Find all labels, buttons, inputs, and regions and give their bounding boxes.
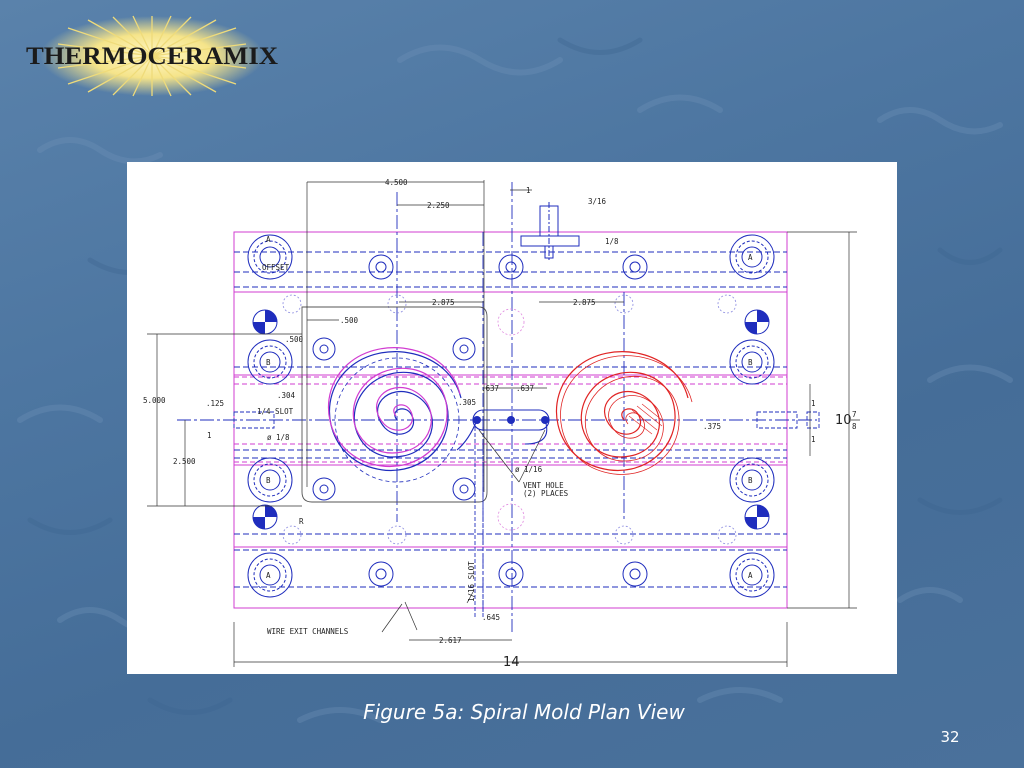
dim-1-8: 1/8 <box>605 237 619 246</box>
top-pin-detail <box>520 202 580 260</box>
right-spiral-cavity <box>555 351 693 475</box>
dim-r: R <box>299 517 304 526</box>
logo-text: THERMOCERAMIX <box>26 43 278 70</box>
mold-drawing-svg: A A B B B B A A OFFSET <box>143 178 860 670</box>
dim-4500: 4.500 <box>385 178 408 187</box>
dim-375: .375 <box>703 422 721 431</box>
dim-125: .125 <box>206 399 224 408</box>
dimension-lines <box>147 180 857 667</box>
dim-3-16-top: 3/16 <box>588 197 607 206</box>
dim-645: .645 <box>482 613 500 622</box>
bolt-label-b-1: B <box>266 358 271 367</box>
dim-10-whole: 10 <box>835 413 852 428</box>
insert-outline <box>301 306 488 503</box>
bolt-label-b-2: B <box>748 358 753 367</box>
dim-1-left: 1 <box>207 431 212 440</box>
vent-hole-label-1: VENT HOLE <box>523 481 564 490</box>
logo-sunburst-icon: THERMOCERAMIX <box>26 15 278 97</box>
vent-hole-label-2: (2) PLACES <box>523 489 569 498</box>
bolt-boss-group <box>247 234 775 598</box>
dim-1-right-b: 1 <box>811 435 816 444</box>
dim-10-numerator: 7 <box>852 410 857 419</box>
figure-caption: Figure 5a: Spiral Mold Plan View <box>363 700 685 724</box>
dim-637-a: .637 <box>481 384 499 393</box>
dim-2875-left: 2.875 <box>432 298 455 307</box>
slide-number: 32 <box>940 728 960 746</box>
wire-exit-channels <box>233 411 820 617</box>
bolt-label-a-4: A <box>748 571 753 580</box>
left-spiral-cavity <box>327 347 462 483</box>
dim-5000: 5.000 <box>143 396 166 405</box>
center-channel <box>456 409 550 451</box>
wire-exit-label: WIRE EXIT CHANNELS <box>267 627 349 636</box>
dim-1-4-slot: 1/4 SLOT <box>257 407 294 416</box>
quadrant-marker-group <box>252 309 770 530</box>
dim-2875-right: 2.875 <box>573 298 596 307</box>
offset-label: OFFSET <box>262 263 290 272</box>
dim-305: .305 <box>458 398 476 407</box>
mold-plan-drawing: A A B B B B A A OFFSET <box>127 162 897 674</box>
bolt-label-a-3: A <box>266 571 271 580</box>
dim-304: .304 <box>277 391 296 400</box>
thermoceramix-logo: THERMOCERAMIX <box>18 14 286 98</box>
dim-637-b: .637 <box>516 384 534 393</box>
dim-2500: 2.500 <box>173 457 196 466</box>
dim-1-right-a: 1 <box>811 399 816 408</box>
dim-slot-vertical: 1/16 SLOT <box>467 561 476 602</box>
dim-2617: 2.617 <box>439 636 462 645</box>
dim-1-top: 1 <box>526 186 531 195</box>
bolt-label-a-2: A <box>748 253 753 262</box>
bolt-label-b-4: B <box>748 476 753 485</box>
dim-dia-vent: ø 1/16 <box>515 465 543 474</box>
dim-2250: 2.250 <box>427 201 450 210</box>
dim-500-b: .500 <box>285 335 304 344</box>
dim-dia-left: ø 1/8 <box>267 433 290 442</box>
dim-500-a: .500 <box>340 316 359 325</box>
bolt-label-b-3: B <box>266 476 271 485</box>
dim-14: 14 <box>503 655 520 670</box>
bolt-label-a-1: A <box>266 235 271 244</box>
dim-10-denominator: 8 <box>852 422 857 431</box>
